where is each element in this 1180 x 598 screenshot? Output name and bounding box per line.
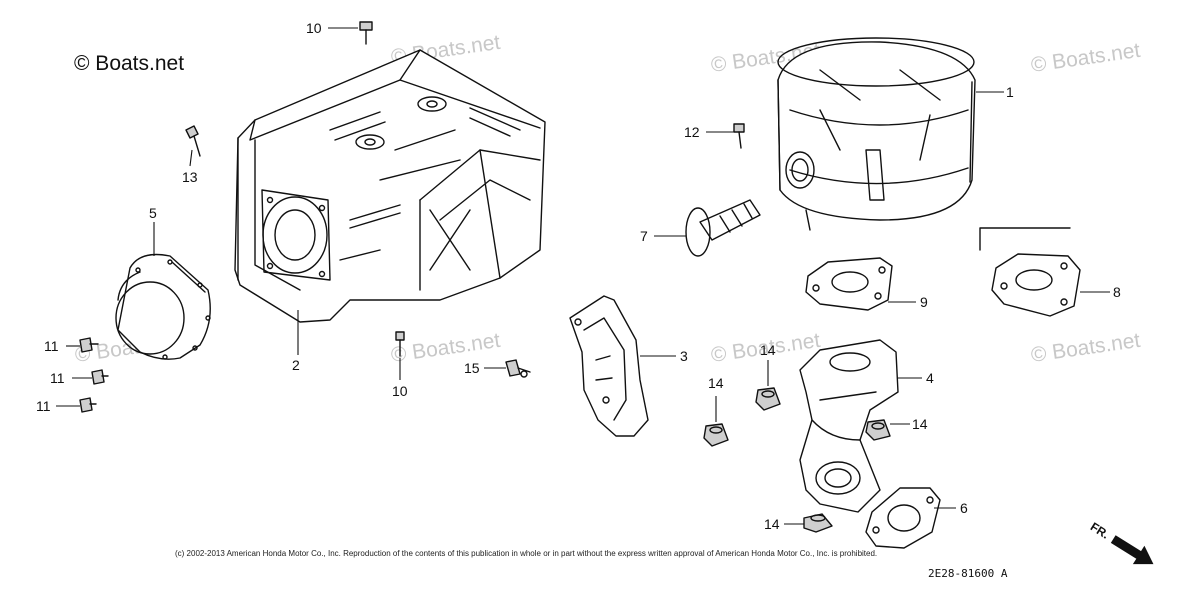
gasket-part-8 — [979, 227, 1081, 317]
callout-15: 15 — [464, 360, 480, 376]
callout-1: 1 — [1006, 84, 1014, 100]
front-direction-arrow: FR. — [1088, 520, 1154, 565]
nut-part-14-b — [755, 387, 781, 411]
boats-net-watermark: © Boats.net — [389, 329, 501, 367]
bolt-part-12 — [733, 123, 745, 149]
callout-9: 9 — [920, 294, 928, 310]
callout-6: 6 — [960, 500, 968, 516]
bolt-part-11-c — [79, 397, 97, 413]
bolt-part-10-top — [359, 21, 373, 45]
callout-13: 13 — [182, 169, 198, 185]
bolt-part-11-a — [79, 337, 99, 353]
callout-14-a: 14 — [708, 375, 724, 391]
boats-net-watermark: © Boats.net — [1029, 39, 1141, 77]
callout-2: 2 — [292, 357, 300, 373]
callout-10-bottom: 10 — [392, 383, 408, 399]
callout-11-a: 11 — [44, 338, 59, 354]
muffler-bracket-part-3 — [569, 295, 649, 437]
nut-part-14-d — [803, 513, 833, 533]
boats-net-watermark-main: © Boats.net — [74, 52, 184, 75]
nut-part-14-c — [865, 419, 891, 441]
callout-5: 5 — [149, 205, 157, 221]
copyright-notice: (c) 2002-2013 American Honda Motor Co., … — [175, 549, 877, 558]
callout-7: 7 — [640, 228, 648, 244]
gasket-part-6 — [865, 487, 941, 549]
muffler-part-1 — [777, 37, 976, 231]
front-direction-label: FR. — [1088, 520, 1112, 542]
leader-lines — [56, 27, 1110, 525]
callout-10-top: 10 — [306, 20, 322, 36]
callout-4: 4 — [926, 370, 934, 386]
gasket-part-9 — [805, 257, 893, 311]
bolt-part-15 — [505, 359, 531, 378]
bolt-part-10-bottom — [395, 331, 405, 357]
muffler-end-cap-part-5 — [115, 253, 211, 360]
callout-14-b: 14 — [760, 342, 776, 358]
muffler-protector-part-2 — [234, 49, 546, 323]
callout-11-b: 11 — [50, 370, 65, 386]
bolt-part-13 — [185, 125, 201, 157]
exhaust-joint-part-4 — [799, 339, 899, 513]
spark-arrester-part-7 — [685, 199, 761, 257]
callout-11-c: 11 — [36, 398, 51, 414]
nut-part-14-a — [703, 423, 729, 447]
callout-12: 12 — [684, 124, 700, 140]
diagram-code: 2E28-81600 A — [928, 567, 1008, 580]
callout-3: 3 — [680, 348, 688, 364]
callout-8: 8 — [1113, 284, 1121, 300]
callout-14-c: 14 — [912, 416, 928, 432]
callout-14-d: 14 — [764, 516, 780, 532]
boats-net-watermark: © Boats.net — [1029, 329, 1141, 367]
bolt-part-11-b — [91, 369, 109, 385]
